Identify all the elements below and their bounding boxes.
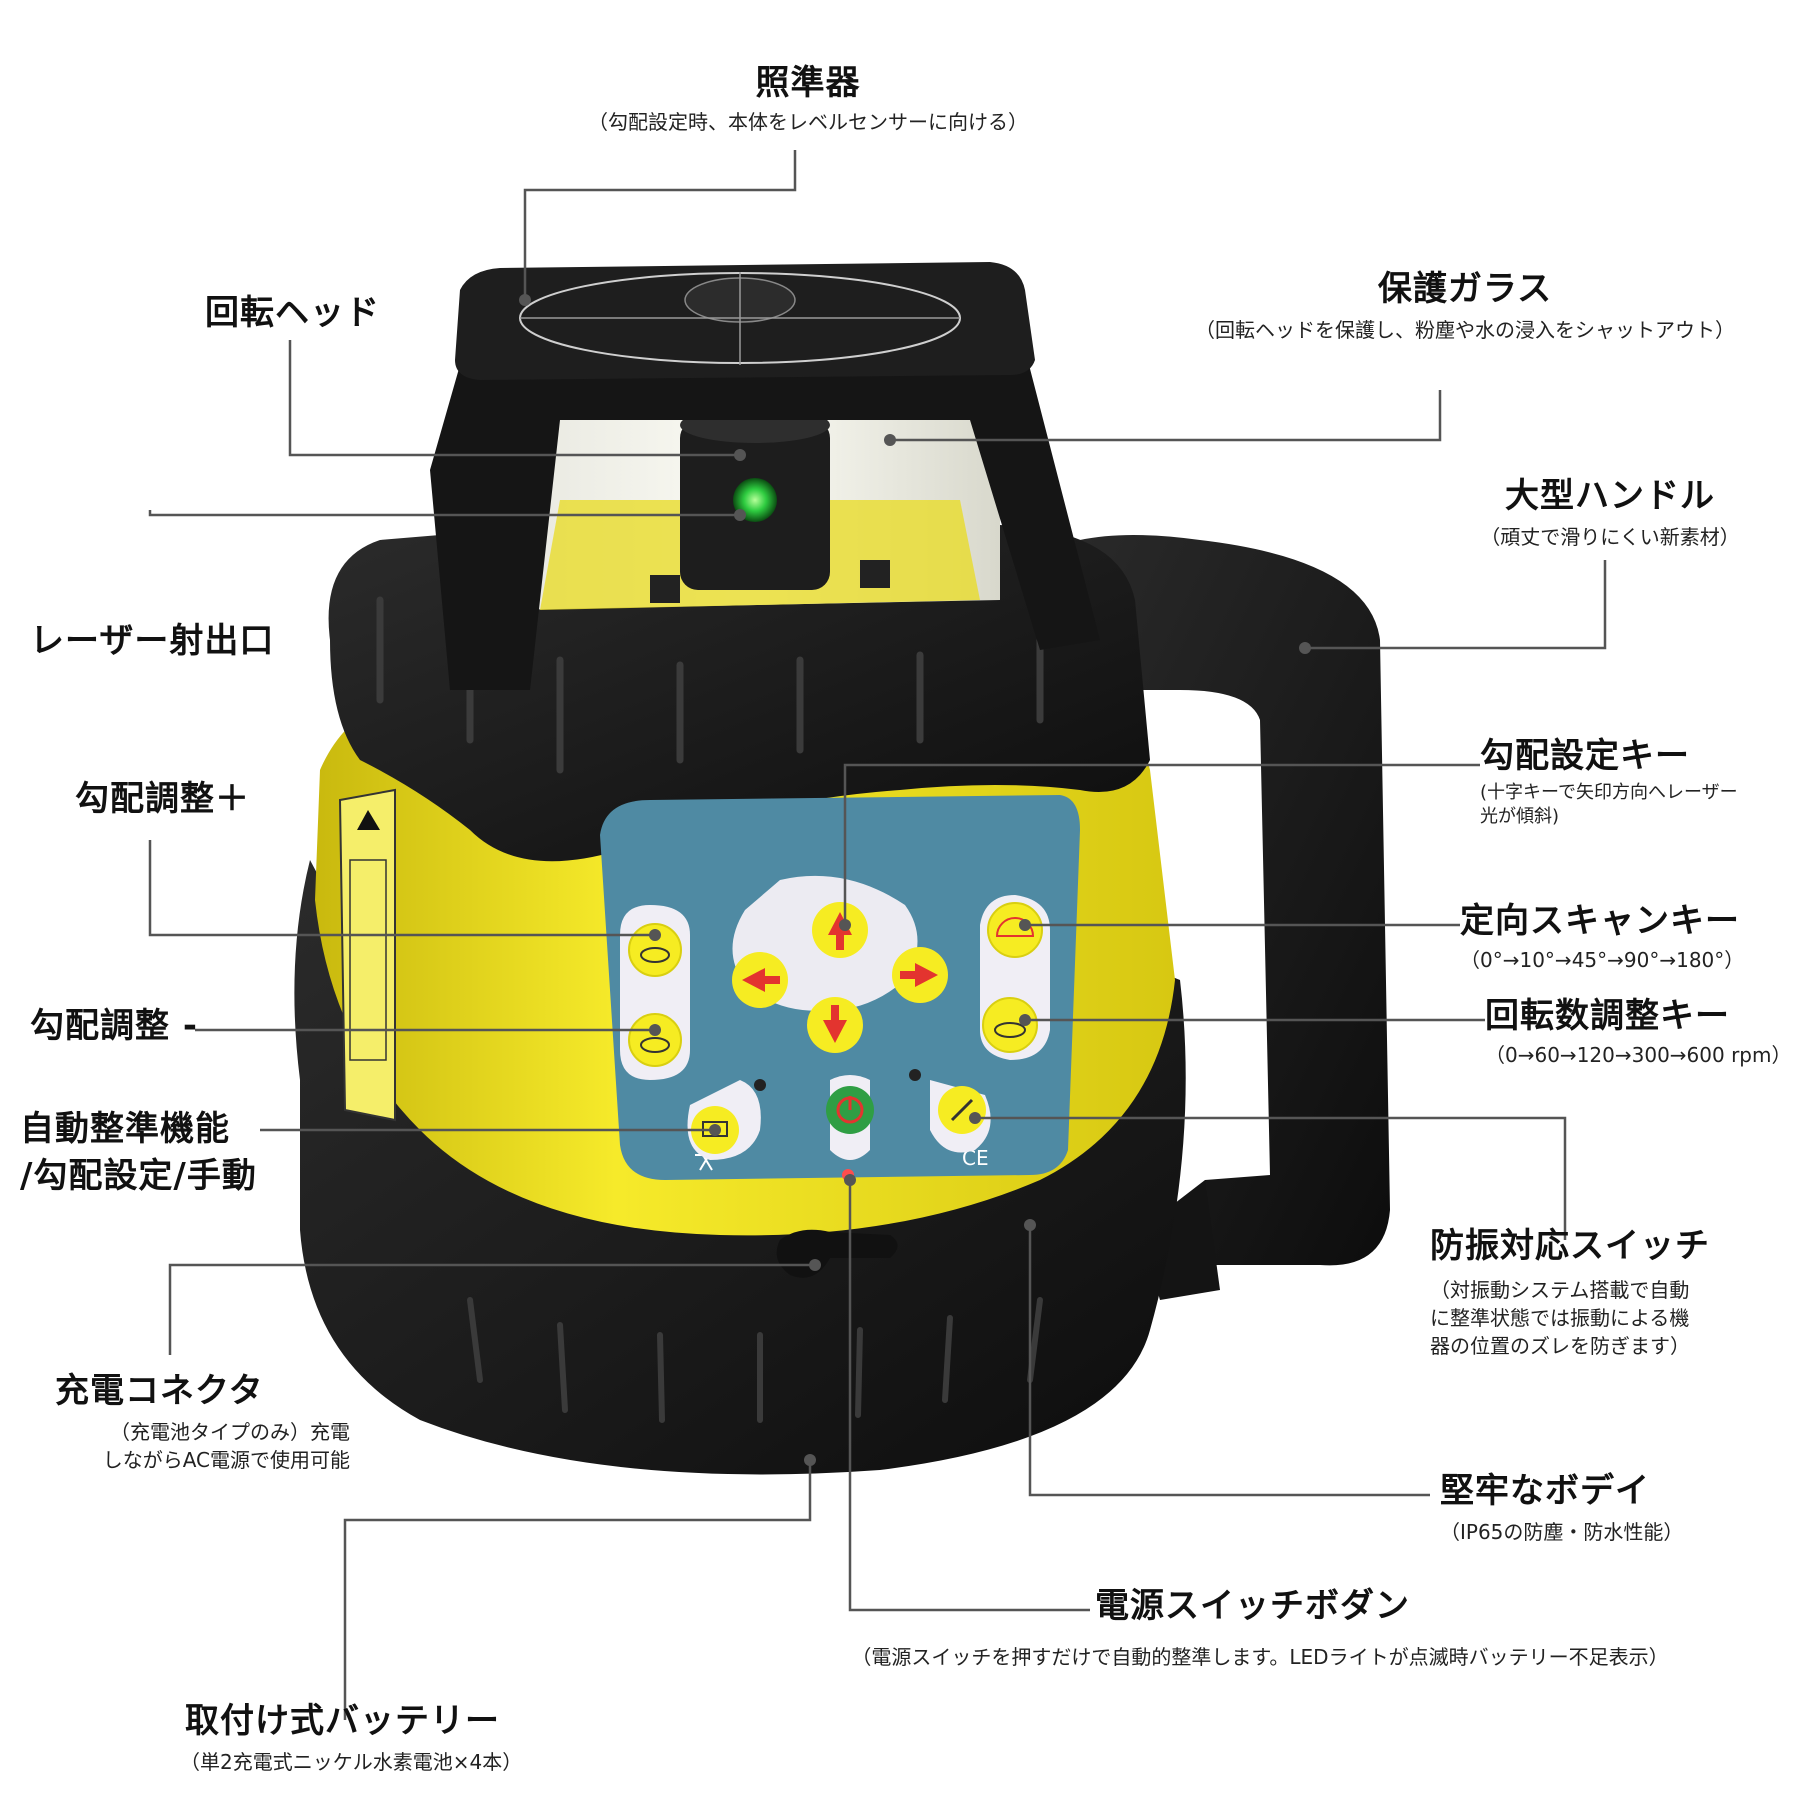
arrow-down-icon [823,1005,847,1043]
grade-plus-key[interactable] [628,923,682,977]
sight-plate [455,262,1035,380]
vibration-icon [950,1098,974,1122]
arrow-right-icon [900,963,938,987]
vibration-switch-sub3: 器の位置のズレを防ぎます） [1430,1334,1690,1358]
auto-level-line1: 自動整準機能 [20,1109,230,1149]
auto-level-line2: /勾配設定/手動 [20,1156,257,1196]
scan-icon [995,917,1035,937]
charge-connector-sub2: しながらAC電源で使用可能 [102,1448,350,1472]
grade-minus-key[interactable] [628,1013,682,1067]
body-sub: （IP65の防塵・防水性能） [1440,1520,1684,1544]
speed-key-title: 回転数調整キー [1485,996,1730,1036]
arrow-up-icon [828,912,852,950]
grade-key-sub2: 光が傾斜) [1480,806,1560,827]
charge-connector-title: 充電コネクタ [55,1371,264,1411]
sight-sub: （勾配設定時、本体をレベルセンサーに向ける） [588,110,1028,134]
rubber-base [294,860,1186,1475]
battery-sub: （単2充電式ニッケル水素電池×4本） [180,1750,523,1774]
power-button-title: 電源スイッチボダン [1095,1586,1410,1626]
laser-outlet-title: レーザー射出口 [30,621,275,661]
leader-lines [148,150,1607,1720]
scan-key-title: 定向スキャンキー [1460,901,1740,941]
handle-title: 大型ハンドル [1505,476,1715,516]
scan-key[interactable] [987,902,1043,958]
leader-dots [519,294,1311,1466]
vibration-switch-sub2: に整準状態では振動による機 [1430,1306,1690,1330]
speed-key-sub: （0→60→120→300→600 rpm） [1485,1043,1792,1067]
power-button-sub: （電源スイッチを押すだけで自動的整準します。LEDライトが点滅時バッテリー不足表… [851,1645,1669,1669]
charge-connector-sub1: （充電池タイプのみ）充電 [110,1420,350,1444]
scan-speed-keys [980,895,1050,1060]
laser-warning-label [338,788,396,1122]
grade-adjust-keys [620,905,690,1080]
speed-icon [994,1022,1026,1038]
scan-key-sub: （0°→10°→45°→90°→180°） [1460,948,1745,972]
vibration-switch-sub1: （対振動システム搭載で自動 [1430,1278,1690,1302]
grade-set-cross-keys [732,875,948,1053]
sight-title: 照準器 [755,63,861,103]
grade-key-title: 勾配設定キー [1480,736,1690,776]
grade-plus-title: 勾配調整＋ [75,779,250,819]
arrow-left-icon [742,968,780,992]
speed-key[interactable] [982,997,1038,1053]
grade-minus-title: 勾配調整 - [30,1006,198,1046]
battery-title: 取付け式バッテリー [185,1701,500,1741]
grade-key-sub1: (十字キーで矢印方向へレーザー [1480,782,1738,803]
handle-sub: （頑丈で滑りにくい新素材） [1480,525,1740,549]
vibration-switch-title: 防振対応スイッチ [1430,1226,1710,1266]
protective-glass-sub: （回転ヘッドを保護し、粉塵や水の浸入をシャットアウト） [1195,318,1735,342]
auto-level-led [754,1079,766,1091]
body-title: 堅牢なボデイ [1440,1471,1650,1511]
vibration-led [909,1069,921,1081]
base-ribs [467,1297,1043,1423]
rotating-head-title: 回転ヘッド [205,293,380,333]
head-frame [430,330,1100,690]
collar-ribs [376,596,1044,774]
protective-glass-title: 保護ガラス [1377,269,1553,309]
